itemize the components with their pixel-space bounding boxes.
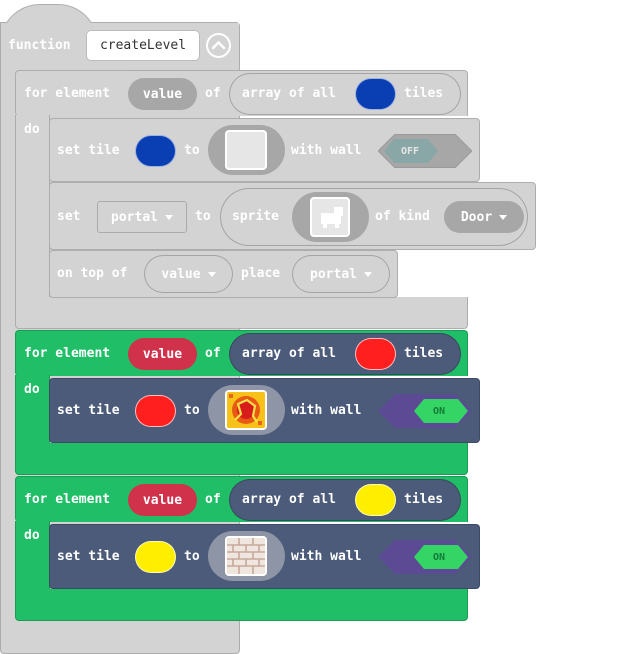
for-loop-gray-arm [15,115,50,315]
of-kind-label: of kind [375,209,430,224]
array-of-all-tiles-block[interactable] [229,333,461,375]
portal-sprite-icon [310,197,350,237]
to-label: to [184,403,200,418]
variable-name: portal [111,209,158,225]
set-tile-label: set tile [57,403,120,418]
location-dropdown[interactable]: value [144,255,233,293]
for-loop-gray-foot [15,297,468,329]
wall-toggle-off[interactable]: OFF [378,134,472,168]
tiles-label: tiles [404,492,444,507]
on-top-of-label: on top of [57,266,128,281]
array-of-all-label: array of all [242,492,336,507]
for-loop-green-foot [15,589,468,621]
toggle-state-text: ON [432,551,446,563]
array-of-all-tiles-block[interactable] [229,73,461,115]
of-label: of [205,346,221,361]
set-tile-label: set tile [57,143,120,158]
to-label: to [195,209,211,224]
chevron-down-icon [363,271,372,277]
function-name-field[interactable]: createLevel [86,30,200,61]
chevron-down-icon [207,271,216,277]
tiles-label: tiles [404,86,444,101]
of-label: of [205,86,221,101]
array-of-all-label: array of all [242,346,336,361]
blank-tile-icon [225,130,267,170]
function-name-text: createLevel [99,38,187,53]
for-element-label: for element [24,346,111,361]
with-wall-label: with wall [291,143,362,158]
tile-color-chip-yellow[interactable] [135,541,176,573]
tile-color-chip-red[interactable] [355,338,396,370]
loop-variable[interactable]: value [128,78,197,110]
toggle-state-text: ON [432,405,446,417]
chevron-down-icon [499,214,508,220]
loop-variable[interactable]: value [128,484,197,516]
sprite-variable-dropdown[interactable]: portal [292,255,390,293]
with-wall-label: with wall [291,403,362,418]
function-keyword: function [8,38,71,53]
variable-dropdown-portal[interactable]: portal [97,201,187,233]
sprite-label: sprite [232,209,279,224]
to-label: to [184,549,200,564]
do-label: do [24,528,40,543]
for-element-label: for element [24,86,111,101]
tiles-label: tiles [404,346,444,361]
wall-toggle-on[interactable]: ON [378,394,472,428]
tile-color-chip-yellow[interactable] [355,484,396,516]
with-wall-label: with wall [291,549,362,564]
of-label: of [205,492,221,507]
tile-color-chip-red[interactable] [135,395,176,427]
set-label: set [57,209,81,224]
place-label: place [241,266,281,281]
lava-tile-icon [225,390,267,430]
for-loop-green-arm [15,375,50,455]
loop-variable[interactable]: value [128,338,197,370]
to-label: to [184,143,200,158]
wall-toggle-on[interactable]: ON [378,540,472,574]
for-loop-green-foot [15,443,468,475]
kind-value: Door [460,209,493,225]
chevron-up-icon [211,41,226,50]
for-element-label: for element [24,492,111,507]
tile-color-chip-blue[interactable] [135,135,176,167]
tile-color-chip-blue[interactable] [355,78,396,110]
do-label: do [24,122,40,137]
toggle-state-text: OFF [400,145,420,157]
brick-wall-tile-icon [225,536,267,576]
kind-dropdown[interactable]: Door [444,201,524,233]
location-value: value [161,266,201,282]
collapse-button[interactable] [206,33,231,58]
array-of-all-tiles-block[interactable] [229,479,461,521]
array-of-all-label: array of all [242,86,336,101]
set-tile-label: set tile [57,549,120,564]
do-label: do [24,382,40,397]
for-loop-green-arm [15,521,50,601]
chevron-down-icon [164,214,173,220]
sprite-variable-value: portal [310,266,357,282]
